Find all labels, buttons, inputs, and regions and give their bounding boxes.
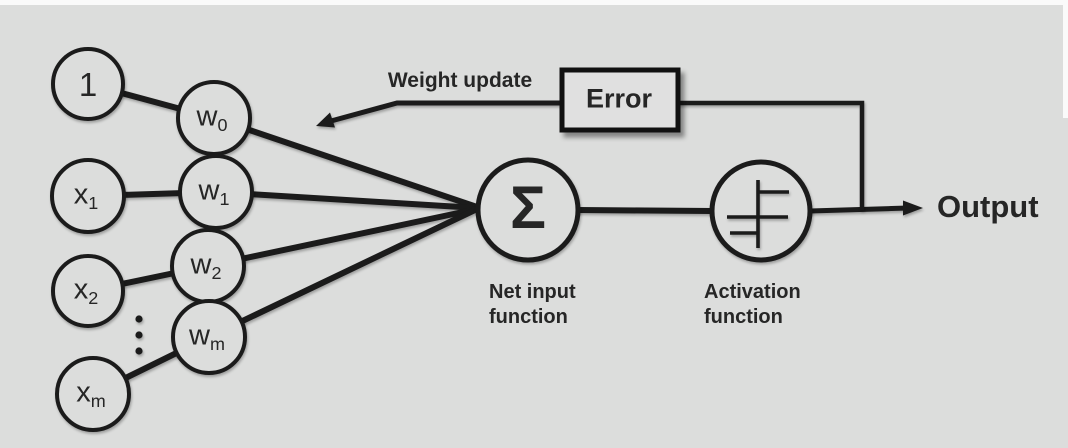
x2-node-label: x2	[73, 273, 99, 308]
node-bias	[51, 47, 125, 121]
feedback-line	[675, 100, 865, 211]
edge-w1-to-sum	[213, 189, 480, 211]
edge-activation-to-output	[807, 205, 911, 214]
edge-w2-to-sum	[205, 206, 480, 269]
sum-symbol: Σ	[509, 174, 547, 241]
weight-update-line	[328, 100, 565, 124]
node-x1	[50, 158, 126, 234]
right-edge-strip	[1063, 0, 1068, 118]
edge-w0-to-sum	[211, 115, 480, 210]
top-edge-strip	[0, 0, 1068, 5]
net-input-node	[475, 157, 581, 263]
x1-node-label: x1	[73, 178, 99, 213]
activation-node	[709, 159, 813, 263]
edge-wm-to-sum	[206, 206, 480, 340]
bias-node-label: 1	[78, 66, 98, 103]
weight-update-label: Weight update	[387, 69, 533, 92]
wm-node-label: wm	[189, 319, 225, 354]
edge-sum-to-activation	[575, 207, 715, 214]
w1-node-label: w1	[198, 174, 230, 209]
error-label: Error	[585, 83, 653, 114]
error-box	[559, 67, 681, 133]
vertical-ellipsis-icon	[135, 315, 143, 355]
node-wm	[171, 299, 247, 375]
xm-node-label: xm	[76, 376, 106, 411]
node-w0	[176, 80, 252, 156]
weight-update-arrowhead-icon	[316, 112, 335, 128]
node-xm	[55, 356, 131, 432]
step-function-icon	[727, 180, 789, 248]
node-w1	[178, 154, 254, 230]
output-arrowhead-icon	[903, 200, 923, 216]
w2-node-label: w2	[190, 248, 222, 283]
output-label: Output	[937, 189, 1039, 224]
node-x2	[51, 254, 125, 328]
w0-node-label: w0	[196, 100, 228, 135]
